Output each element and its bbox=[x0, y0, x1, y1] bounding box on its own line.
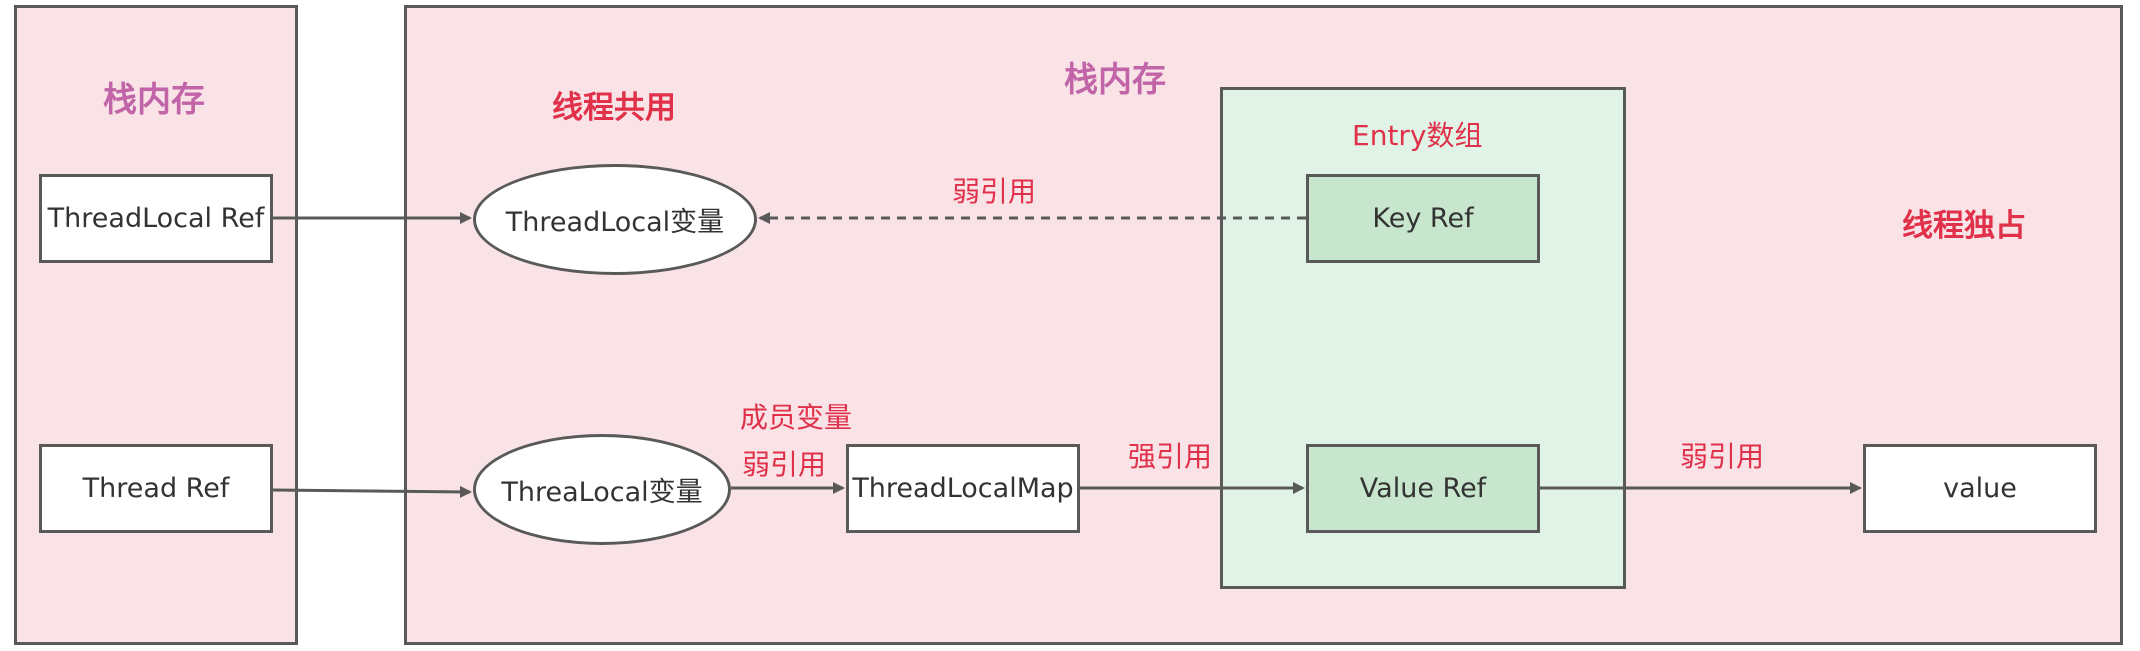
threadlocal-variable-ellipse: ThreadLocal变量 bbox=[473, 164, 757, 275]
threadlocalmap-box: ThreadLocalMap bbox=[846, 444, 1080, 533]
threadlocal-ref-box: ThreadLocal Ref bbox=[39, 174, 273, 263]
value-box: value bbox=[1863, 444, 2097, 533]
weak-ref-key-label: 弱引用 bbox=[952, 175, 1037, 208]
left-panel-title: 栈内存 bbox=[103, 80, 205, 120]
weak-ref-member-label: 弱引用 bbox=[742, 448, 827, 481]
weak-ref-value-label: 弱引用 bbox=[1680, 440, 1765, 473]
thread-ref-box: Thread Ref bbox=[39, 444, 273, 533]
shared-label: 线程共用 bbox=[552, 90, 676, 126]
arrow-thread-ref-to-threalocal bbox=[272, 485, 472, 498]
key-ref-box: Key Ref bbox=[1306, 174, 1540, 263]
value-ref-box: Value Ref bbox=[1306, 444, 1540, 533]
entry-array-title: Entry数组 bbox=[1352, 119, 1483, 152]
threalocal-variable-ellipse: ThreaLocal变量 bbox=[473, 434, 731, 545]
left-stack-panel bbox=[14, 5, 298, 645]
strong-ref-label: 强引用 bbox=[1128, 440, 1213, 473]
exclusive-label: 线程独占 bbox=[1902, 208, 2026, 244]
right-panel-title: 栈内存 bbox=[1064, 60, 1166, 100]
member-variable-label: 成员变量 bbox=[740, 401, 853, 434]
